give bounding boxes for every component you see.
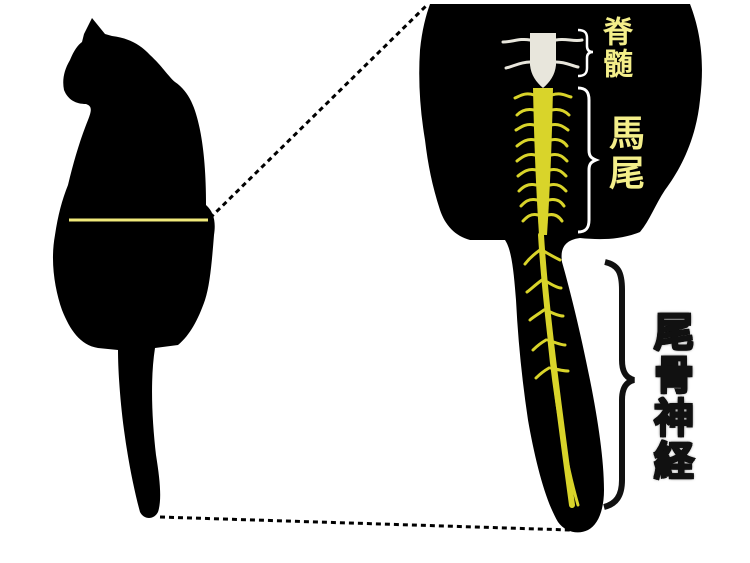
brace-coccygeal-nerves	[603, 259, 635, 510]
cauda-equina	[513, 88, 573, 235]
brace-spinal-cord	[577, 28, 594, 78]
cat-silhouette	[52, 18, 215, 518]
enlarged-silhouette	[419, 4, 702, 533]
brace-cauda-equina	[577, 86, 601, 234]
spinal-cord	[501, 33, 584, 88]
coccygeal-nerves	[523, 232, 580, 508]
label-coccygeal-nerves: 尾骨神経	[646, 310, 694, 484]
label-cauda-equina: 馬尾	[603, 114, 644, 194]
label-spinal-cord: 脊髄	[597, 16, 632, 80]
zoom-connectors	[159, 2, 571, 532]
